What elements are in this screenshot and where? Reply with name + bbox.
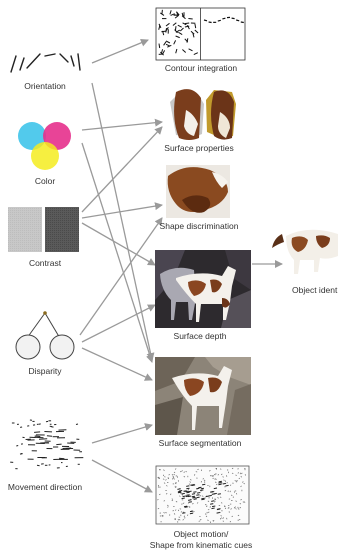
arrow-orientation-contour (91, 38, 149, 64)
label-object-identification: Object ident (292, 285, 338, 295)
label-disparity: Disparity (28, 366, 62, 376)
connection-arrows (79, 38, 283, 493)
arrow-disparity-shape (79, 217, 163, 336)
arrow-color-surface (81, 118, 163, 131)
surface-properties-image (170, 89, 236, 140)
binocular-eyes-icon (15, 311, 75, 360)
arrow-contrast-surface (81, 126, 163, 213)
arrow-disparity-segmentation (81, 347, 153, 381)
contour-integration-image (155, 7, 246, 61)
label-color: Color (34, 176, 56, 186)
object-motion-image (155, 465, 250, 525)
arrow-contrast-depth (81, 222, 156, 266)
label-surface-segmentation: Surface segmentation (158, 438, 242, 448)
label-surface-depth: Surface depth (173, 331, 227, 341)
label-movement-direction: Movement direction (7, 482, 83, 492)
label-contrast: Contrast (28, 258, 62, 268)
label-orientation: Orientation (24, 81, 66, 91)
object-identification-horse (272, 229, 338, 274)
label-contour-integration: Contour integration (164, 63, 238, 73)
surface-segmentation-image (155, 357, 251, 435)
label-shape-from-kinematic-cues: Shape from kinematic cues (149, 540, 253, 550)
arrow-movement-motion (91, 459, 153, 493)
arrow-color-segmentation (81, 142, 154, 363)
arrow-disparity-depth (81, 304, 156, 343)
arrow-movement-segmentation (91, 423, 153, 444)
surface-depth-image (155, 250, 251, 328)
orientation-lines-icon (10, 53, 81, 73)
label-object-motion: Object motion/ (173, 529, 229, 539)
contrast-gratings-icon (8, 207, 79, 252)
arrow-contrast-shape (81, 202, 163, 219)
shape-discrimination-image (166, 165, 230, 218)
arrow-orientation-segmentation (91, 82, 155, 361)
label-surface-properties: Surface properties (164, 143, 234, 153)
cmy-color-circles-icon (18, 122, 71, 170)
label-shape-discrimination: Shape discrimination (159, 221, 239, 231)
motion-dots-icon (10, 419, 84, 470)
